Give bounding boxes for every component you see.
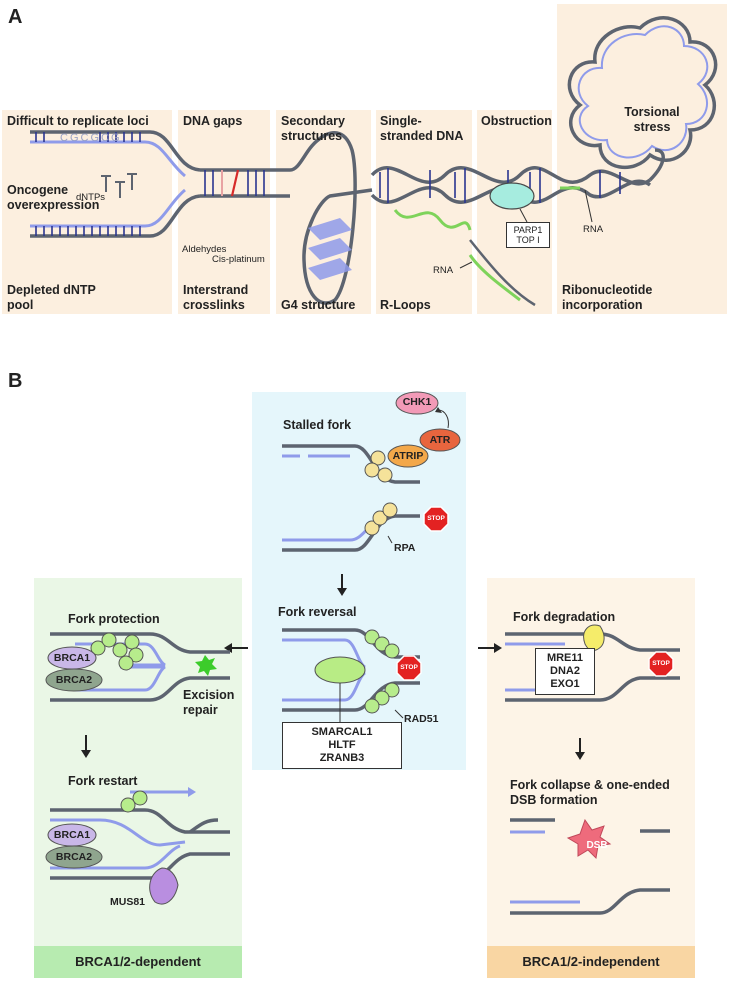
- crosslink-mark: [230, 169, 240, 197]
- nascent-top: [30, 140, 186, 178]
- label-rna-2: RNA: [583, 224, 604, 235]
- label-fork-degradation: Fork degradation: [513, 610, 616, 624]
- label-brca1-1: BRCA1: [53, 652, 91, 664]
- label-aldehydes: Aldehydes: [182, 244, 227, 255]
- g4-planes: [308, 218, 352, 280]
- bg-torsional: [557, 4, 727, 314]
- label-fork-reversal: Fork reversal: [278, 605, 357, 619]
- stop-sign-1: [423, 506, 449, 532]
- label-atr: ATR: [429, 434, 451, 446]
- label-difficult-loci: Difficult to replicate loci: [7, 114, 149, 128]
- label-oncogene: Oncogene overexpression: [7, 183, 100, 212]
- label-secondary: Secondary structures: [281, 114, 345, 143]
- label-top1: TOP I: [516, 235, 540, 245]
- label-brca2-1: BRCA2: [55, 674, 93, 686]
- rloop-rna: [393, 209, 472, 231]
- supercoil: [567, 16, 718, 170]
- label-ribonucleotide: Ribonucleotide incorporation: [562, 283, 653, 312]
- label-excision: Excision repair: [183, 688, 235, 717]
- mre11-shape: [583, 624, 605, 651]
- restart-rad51: [120, 790, 148, 813]
- label-rad51: RAD51: [404, 713, 439, 725]
- rna-tail: [468, 254, 521, 302]
- panel-b-diagram: [34, 391, 695, 978]
- panel-a-diagram: [2, 4, 727, 314]
- label-dntps: dNTPs: [76, 192, 106, 203]
- label-crosslinks: Interstrand crosslinks: [183, 283, 249, 312]
- dntp-glyphs: [101, 173, 137, 198]
- brca2-ellipse-2: [45, 845, 103, 869]
- mus81-shape: [149, 867, 179, 905]
- label-dsb: DSB: [586, 840, 608, 851]
- helix-strand-1: [370, 166, 652, 186]
- label-chk1: CHK1: [402, 396, 432, 408]
- bar-independent: [487, 946, 695, 978]
- label-gc-seq: CGCGCG: [60, 132, 122, 144]
- panel-b-letter: B: [8, 370, 23, 392]
- panel-a-letter: A: [8, 6, 23, 28]
- label-mre11: MRE11: [546, 652, 584, 664]
- label-mus81: MUS81: [110, 896, 146, 908]
- parp1-top1-box: PARP1 TOP I: [506, 222, 550, 248]
- mre11-box: MRE11 DNA2 EXO1: [535, 648, 595, 695]
- chk1-ellipse: [395, 391, 439, 415]
- label-rpa: RPA: [394, 542, 416, 554]
- label-brca2-2: BRCA2: [55, 851, 93, 863]
- label-ssdna: Single-stranded DNA: [380, 114, 464, 143]
- label-stop-1: STOP: [427, 515, 445, 522]
- label-stalled-fork: Stalled fork: [283, 418, 352, 432]
- atrip-ellipse: [387, 444, 429, 468]
- excision-star: [195, 655, 217, 676]
- parp1-ellipse: [489, 182, 535, 210]
- label-fork-restart: Fork restart: [68, 774, 138, 788]
- label-stop-2: STOP: [400, 664, 418, 671]
- rad51-top: [364, 629, 400, 659]
- bg-obstruction: [477, 110, 552, 314]
- label-exo1: EXO1: [550, 678, 580, 690]
- label-stop-3: STOP: [652, 660, 670, 667]
- protection-rad51: [90, 632, 144, 671]
- label-atrip: ATRIP: [392, 450, 424, 462]
- brca2-ellipse-1: [45, 668, 103, 692]
- label-obstruction: Obstruction: [481, 114, 552, 128]
- bg-dna-gaps: [178, 110, 270, 314]
- rad51-bottom: [364, 682, 400, 714]
- smarcal1-ellipse: [314, 656, 366, 684]
- nascent-bottom: [30, 188, 186, 228]
- label-dna2: DNA2: [550, 665, 580, 677]
- rpa-top: [364, 450, 393, 483]
- stop-sign-3: [648, 651, 674, 677]
- label-parp1: PARP1: [513, 225, 543, 235]
- bg-oncogene: [2, 168, 172, 314]
- label-depleted: Depleted dNTP pool: [7, 283, 96, 312]
- label-torsional: Torsional stress: [624, 105, 680, 134]
- dsb-star: [566, 818, 612, 860]
- parental-top-left: [30, 130, 201, 172]
- label-dna-gaps: DNA gaps: [183, 114, 243, 128]
- label-fork-protection: Fork protection: [68, 612, 160, 626]
- bar-dependent: [34, 946, 242, 978]
- label-cisplatin: Cis-platinum: [212, 254, 265, 265]
- label-brca1-2: BRCA1: [53, 829, 91, 841]
- label-zranb3: ZRANB3: [319, 752, 365, 764]
- label-rloops: R-Loops: [380, 298, 431, 312]
- label-hltf: HLTF: [328, 739, 356, 751]
- stop-sign-2: [396, 655, 422, 681]
- atr-ellipse: [419, 428, 461, 452]
- label-brca-independent: BRCA1/2-independent: [522, 954, 660, 969]
- rpa-bottom: [364, 502, 398, 536]
- bg-difficult-loci: [2, 110, 172, 168]
- label-g4: G4 structure: [281, 298, 356, 312]
- label-brca-dependent: BRCA1/2-dependent: [75, 954, 201, 969]
- parental-bottom-left: [30, 194, 201, 238]
- label-rna-1: RNA: [433, 265, 454, 276]
- smarcal1-box: SMARCAL1 HLTF ZRANB3: [282, 722, 402, 769]
- label-collapse: Fork collapse & one-ended DSB formation: [510, 778, 670, 807]
- label-smarcal1: SMARCAL1: [311, 726, 373, 738]
